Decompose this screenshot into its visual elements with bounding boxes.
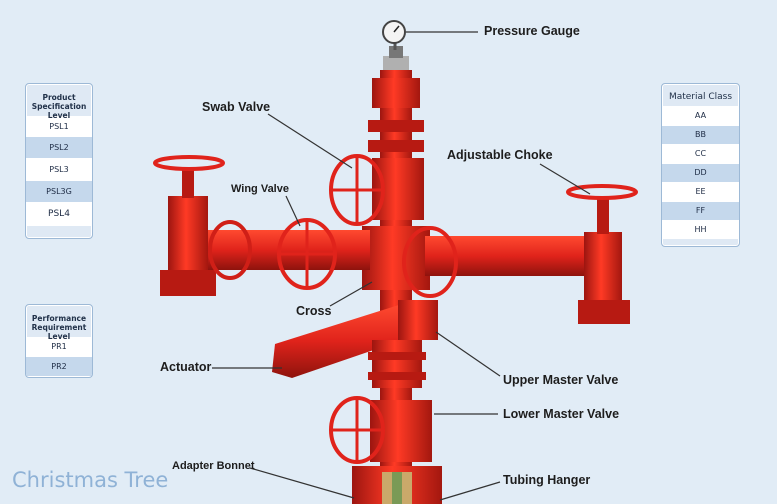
- psl-heading-line1: Product: [42, 93, 76, 102]
- pr-panel: Performance Requirement Level PR1 PR2: [25, 304, 93, 378]
- label-wing-valve: Wing Valve: [231, 183, 289, 195]
- pr-panel-heading: Performance Requirement Level: [26, 305, 92, 341]
- psl-heading-line2: Specification Level: [31, 102, 87, 120]
- psl-item: PSL4: [26, 202, 92, 226]
- pr-item: PR2: [26, 356, 92, 376]
- label-upper-master-valve: Upper Master Valve: [503, 373, 619, 387]
- material-item: AA: [662, 106, 739, 125]
- material-item: FF: [662, 201, 739, 220]
- label-adjustable-choke: Adjustable Choke: [447, 148, 553, 162]
- psl-panel-heading: Product Specification Level: [26, 84, 92, 120]
- material-item: BB: [662, 125, 739, 144]
- label-adapter-bonnet: Adapter Bonnet: [172, 460, 255, 472]
- material-class-heading: Material Class: [668, 92, 733, 102]
- pr-heading-line1: Performance: [31, 314, 87, 323]
- psl-panel: Product Specification Level PSL1 PSL2 PS…: [25, 83, 93, 239]
- label-pressure-gauge: Pressure Gauge: [484, 24, 580, 38]
- label-swab-valve: Swab Valve: [202, 100, 271, 114]
- material-item: CC: [662, 144, 739, 163]
- psl-item: PSL3: [26, 158, 92, 180]
- label-actuator: Actuator: [160, 360, 212, 374]
- material-item: DD: [662, 163, 739, 182]
- pr-heading-line2: Requirement Level: [31, 323, 87, 341]
- label-cross: Cross: [296, 304, 332, 318]
- psl-item: PSL3G: [26, 180, 92, 202]
- psl-item: PSL1: [26, 116, 92, 136]
- material-class-panel: Material Class AA BB CC DD EE FF HH: [661, 83, 740, 247]
- psl-item: PSL2: [26, 136, 92, 158]
- label-tubing-hanger: Tubing Hanger: [503, 473, 591, 487]
- material-item: HH: [662, 220, 739, 239]
- label-lower-master-valve: Lower Master Valve: [503, 407, 620, 421]
- material-item: EE: [662, 182, 739, 201]
- pr-item: PR1: [26, 337, 92, 356]
- diagram-title: Christmas Tree: [12, 468, 169, 492]
